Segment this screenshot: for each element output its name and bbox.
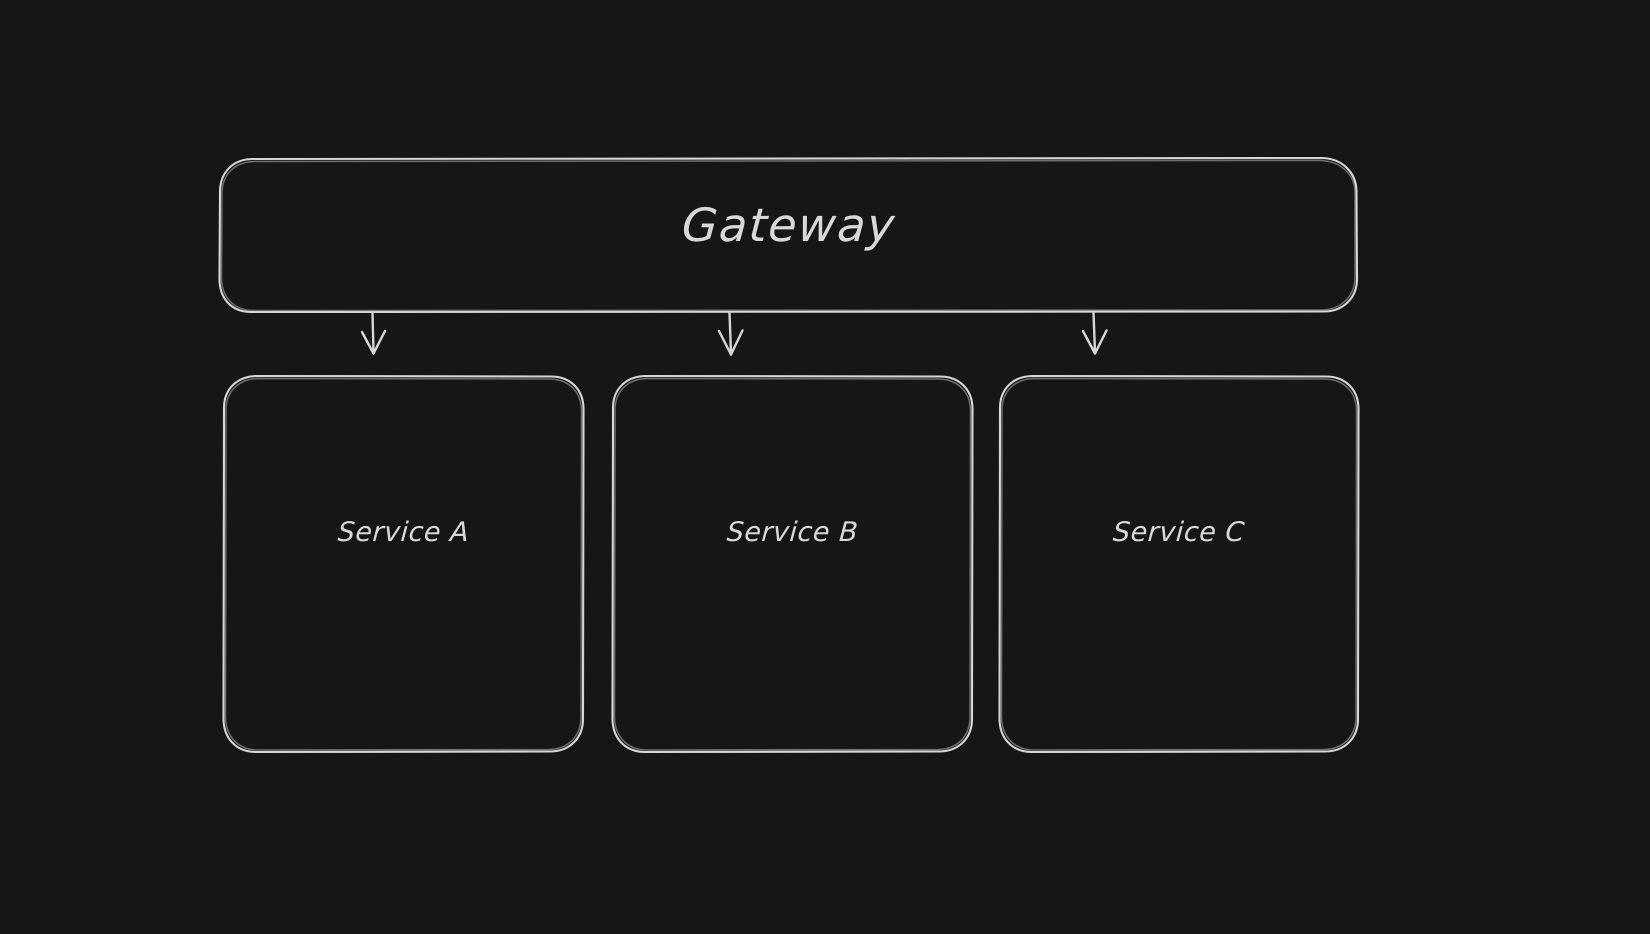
node-service-c-shape[interactable]	[998, 374, 1360, 754]
node-label-service-b: Service B	[725, 517, 860, 548]
edge-gateway-service-a[interactable]	[360, 311, 387, 355]
node-service-a-shape[interactable]	[222, 374, 585, 754]
node-label-service-a: Service A	[336, 517, 471, 548]
edge-gateway-service-c[interactable]	[1081, 311, 1108, 355]
node-label-gateway: Gateway	[680, 198, 898, 252]
node-gateway-shape[interactable]	[218, 156, 1359, 314]
node-label-service-c: Service C	[1112, 517, 1246, 548]
node-service-b-shape[interactable]	[611, 374, 974, 754]
edge-gateway-service-b[interactable]	[717, 311, 744, 356]
